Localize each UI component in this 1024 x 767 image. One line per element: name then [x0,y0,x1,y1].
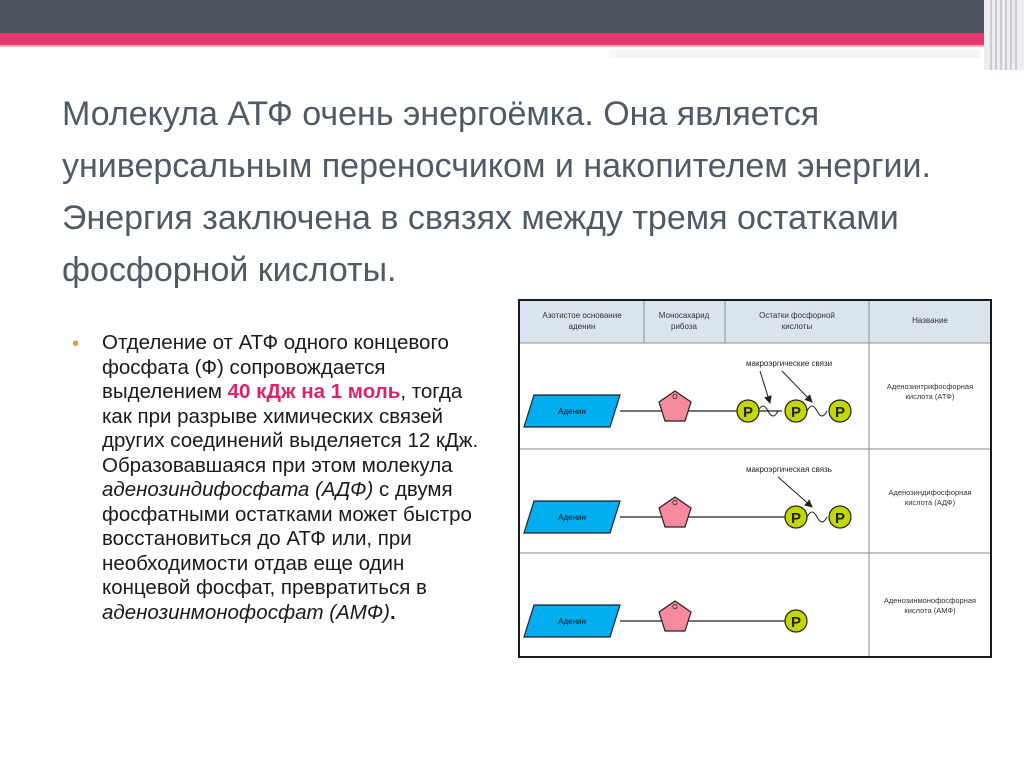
adenine-shape [523,500,621,534]
row-amp: Аденин O P Аденозинмонофосфорная кислота… [523,596,976,638]
header-col1-line1: Азотистое основание [542,311,622,320]
ribose-pentagon [658,390,692,422]
diagram-label: P [791,614,801,631]
header-col1-line2: аденин [569,322,596,331]
row-adp: Аденин O P P макроэргическая связь Адено… [523,465,972,534]
adenine-label-3: Аденин [558,617,586,626]
adenine-shape [523,604,621,638]
header-dark-band [0,0,1024,33]
header-light-band [610,50,980,58]
bullet-icon: • [72,333,80,355]
energy-highlight: 40 кДж на 1 моль [227,380,401,403]
diagram-label: O [672,394,678,401]
diagram-label: P [743,404,753,421]
table-header-bg [520,301,990,343]
slide-title: Молекула АТФ очень энергоёмка. Она являе… [62,95,931,289]
phosphate-circle [784,399,808,423]
phosphate-circle [784,505,808,529]
phosphate-circle [784,609,808,633]
name-amp-line1: Аденозинмонофосфорная [884,596,976,605]
amf-term: аденозинмонофосфат (АМФ) [102,600,390,624]
annotation-adp: макроэргическая связь [746,465,832,474]
adenine-shape [523,394,621,428]
header-col4: Название [912,316,948,325]
body-paragraph: Отделение от АТФ одного концевого фосфат… [102,331,482,625]
header-col2-line1: Моносахарид [659,311,710,320]
header-col3-line2: кислоты [782,322,813,331]
body-text-1: Отделение от АТФ одного концевого фосфат… [102,331,449,403]
diagram-label: P [791,510,801,527]
adenine-label: Аденин [558,407,586,416]
diagram-label: P [835,510,845,527]
header-pink-band [0,33,1024,45]
ribose-pentagon [658,496,692,528]
diagram-label: P [791,404,801,421]
header-col2-line2: рибоза [671,322,698,331]
row-atp: Аденин O P P P макроэргические связи Аде… [523,359,973,428]
name-amp-line2: кислота (АМФ) [904,606,956,615]
body-text-4: . [389,600,396,624]
diagram-label: P [835,404,845,421]
adenine-label-2: Аденин [558,513,586,522]
body-text-2: , тогда как при разрыве химических связе… [102,380,479,477]
name-atp-line2: кислота (АТФ) [906,392,955,401]
annotation-atp: макроэргические связи [746,359,832,368]
header-corner-stripes [990,0,1018,70]
phosphate-circle [828,399,852,423]
name-atp-line1: Аденозинтрифосфорная [887,382,973,391]
phosphate-circle [828,505,852,529]
header-col3-line1: Остатки фосфорной [759,311,835,320]
body-text-3: с двумя фосфатными остатками может быстр… [102,478,472,599]
atp-structure-diagram: Азотистое основание аденин Моносахарид р… [518,299,992,658]
name-adp-line1: Аденозиндифосфорная [888,488,971,497]
name-adp-line2: кислота (АДФ) [905,498,956,507]
phosphate-circle [736,399,760,423]
ribose-pentagon [658,600,692,632]
diagram-label: O [672,500,678,507]
adf-term: аденозиндифосфата (АДФ) [102,478,374,501]
header-pink-line [0,45,1000,47]
diagram-label: O [672,604,678,611]
